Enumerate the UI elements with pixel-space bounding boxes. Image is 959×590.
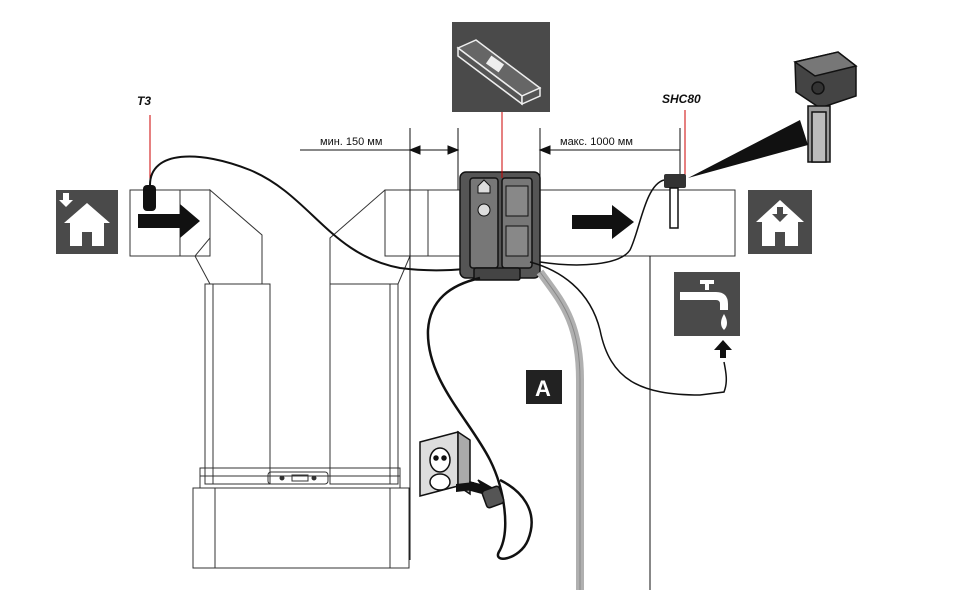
ducting [129,188,736,569]
airflow-arrows [138,204,634,239]
right-elbow [329,189,411,285]
shc80-sensor [539,110,808,266]
t3-label: T3 [137,94,151,108]
cables [426,256,728,590]
unit-display [267,471,329,485]
unit-base [192,487,410,569]
max-distance-label: макс. 1000 мм [560,136,633,148]
controller-house-mark [477,179,491,194]
svg-text:A: A [535,376,551,401]
t3-cable [149,155,471,272]
drain-hose [536,269,584,590]
t3-sensor-body [143,185,156,211]
t3-sensor [143,115,471,272]
water-tap-icon [674,272,740,336]
right-horizontal-duct [539,189,736,257]
airflow-arrow-left [138,204,200,238]
shc80-label: SHC80 [662,92,701,106]
humidity-sensor-icon [793,51,858,163]
water-arrow [714,340,732,358]
controller-logo [477,203,491,217]
spirit-level-icon [452,22,550,178]
house-down-arrow-icon-outlet [748,190,812,254]
water-pipe [529,261,728,396]
badge-a: A [526,370,562,404]
power-socket-icon [419,430,501,499]
house-down-arrow-icon [56,190,118,254]
airflow-arrow-right [572,205,634,239]
power-cable [426,276,533,560]
shc80-callout-beam [688,120,808,178]
plug-icon [456,482,505,509]
distance-dimensions [300,128,681,560]
unit-body [199,467,401,489]
min-distance-label: мин. 150 мм [320,136,382,148]
middle-duct [384,189,461,257]
controller-unit [459,171,541,281]
left-elbow [194,188,263,285]
left-vertical-duct [204,283,271,485]
right-vertical-duct [329,283,399,485]
shc80-cable [539,179,665,266]
